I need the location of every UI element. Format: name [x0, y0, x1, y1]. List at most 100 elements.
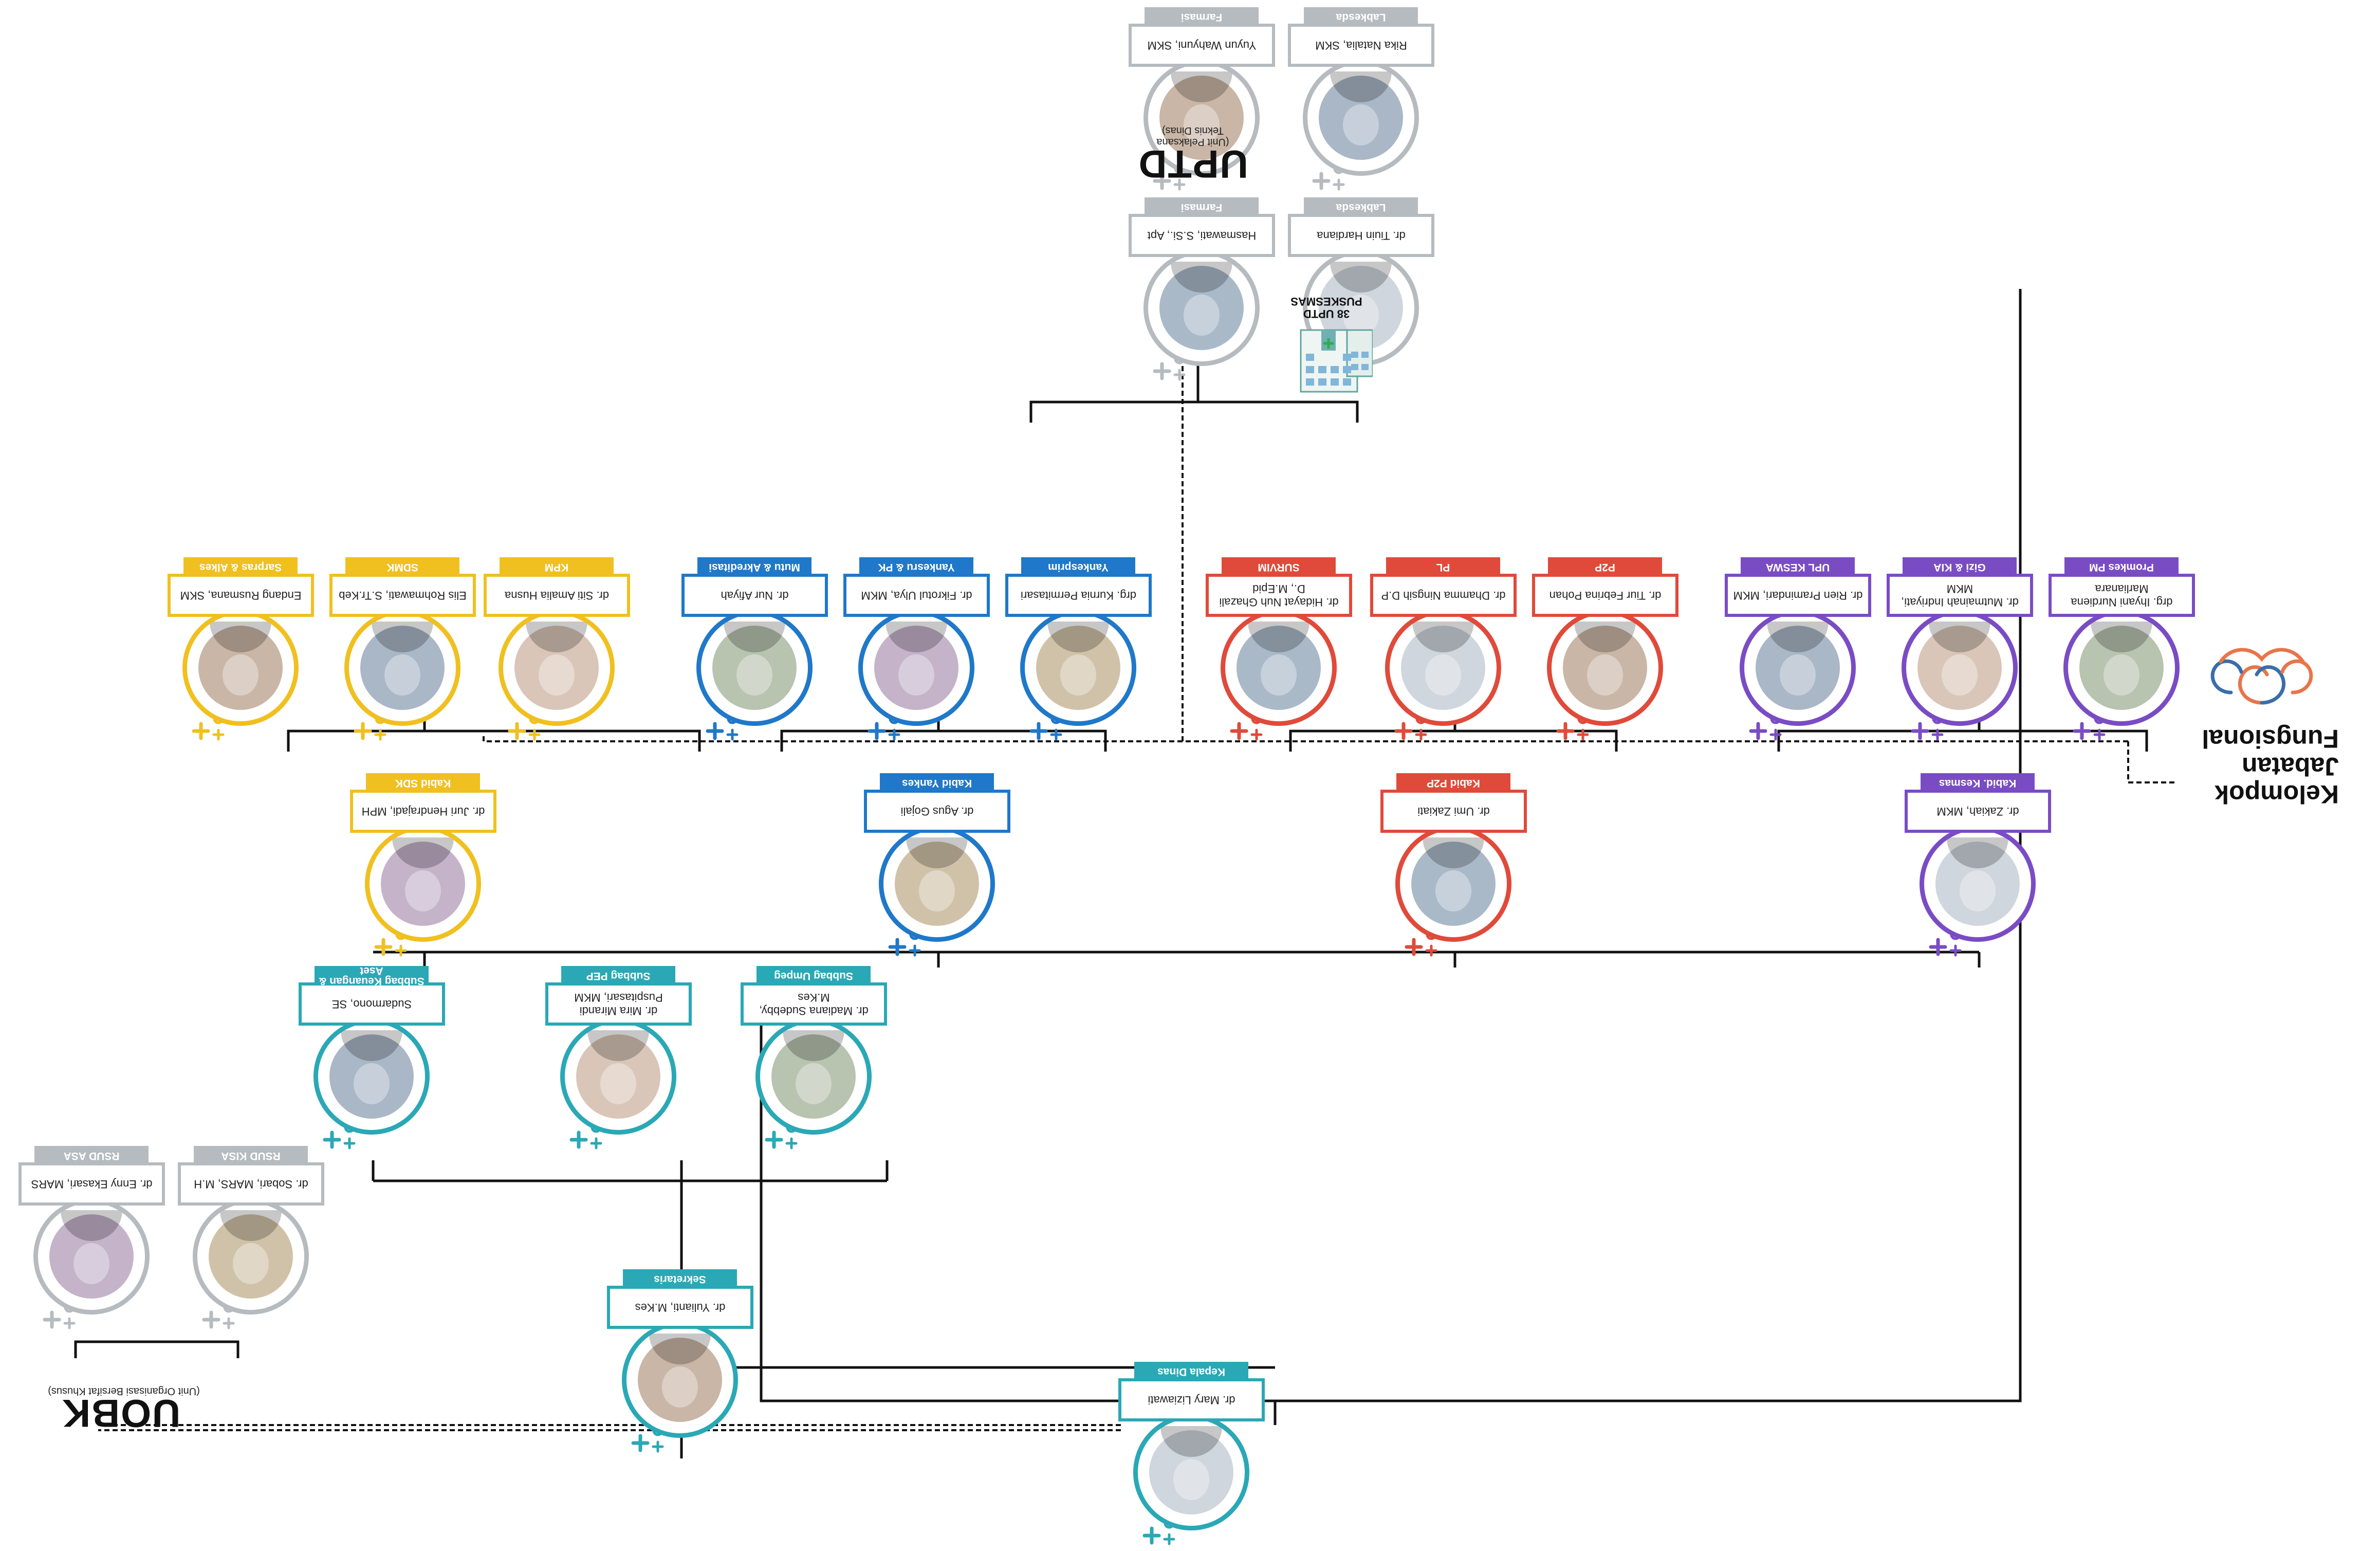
upt-subtitle: (Unit Pelaksana Teknis Dinas)	[1156, 125, 1229, 148]
person-name: Elis Rohmawati, S.Tr.Keb	[339, 589, 467, 602]
person-name: drg. Kurnia Permitasari	[1021, 589, 1136, 602]
person-name: Sudarmono, SE	[331, 998, 412, 1011]
hospital-building-icon	[1300, 329, 1373, 393]
position-label: Labkesda	[1304, 197, 1418, 217]
person-name-box: drg. Kurnia Permitasari	[1005, 574, 1152, 617]
person-name: dr. Nur Afiyah	[721, 589, 789, 602]
person-name-box: dr. Rien Pramindari, MKM	[1725, 574, 1871, 617]
person-name-box: dr. Tiuin Hardiana	[1288, 214, 1434, 257]
person-photo	[365, 826, 481, 942]
person-name-box: Yuyun Wahyuni, SKM	[1129, 24, 1275, 67]
person-photo	[1143, 250, 1260, 366]
person-name-box: dr. Nur Afiyah	[681, 574, 828, 617]
person-name: Yuyun Wahyuni, SKM	[1147, 39, 1257, 52]
uobk-dashed-line	[98, 1424, 1121, 1431]
person-name: dr. Hidayat Nuh Ghazali D., M.Epid	[1219, 582, 1339, 609]
person-name-box: dr. Enny Ekasari, MARS	[19, 1162, 165, 1206]
person-photo	[696, 610, 813, 726]
position-label: Kabid Yankes	[880, 773, 994, 793]
position-label: Farmasi	[1145, 197, 1259, 217]
subbag-bracket	[372, 1160, 889, 1182]
person-photo	[1020, 610, 1136, 726]
person-name-box: dr. Hidayat Nuh Ghazali D., M.Epid	[1206, 574, 1352, 617]
person-name: dr. Madiana Sudebby, M.Kes	[759, 991, 869, 1017]
position-label: Kepala Dinas	[1134, 1362, 1248, 1381]
position-label: Sekretaris	[623, 1269, 737, 1289]
uobk-bracket	[74, 1340, 239, 1358]
position-label: RSUD ASA	[34, 1146, 149, 1165]
uobk-title: UOBK	[61, 1391, 180, 1435]
person-photo	[1133, 1414, 1249, 1530]
position-label: Subbag PEP	[561, 966, 675, 986]
person-photo	[1920, 826, 2036, 942]
person-name-box: dr. Siti Amalia Husna	[484, 574, 630, 617]
position-label: Yankesru & PK	[859, 557, 973, 577]
person-name: dr. Tiuin Hardiana	[1317, 229, 1406, 242]
person-photo	[313, 1018, 430, 1135]
person-photo	[1740, 610, 1856, 726]
kjf-group: Kelompok Jabatan Fungsional	[2185, 623, 2339, 809]
person-name-box: dr. Umi Zakiati	[1380, 790, 1527, 833]
dashed-connectors	[98, 268, 2174, 1431]
kjf-logo-icon	[2210, 648, 2313, 705]
person-name-box: Sudarmono, SE	[299, 982, 445, 1026]
person-photo	[858, 610, 974, 726]
person-name: dr. Juri Hendrajadi, MPH	[361, 805, 485, 818]
plus-circle-icon	[1312, 163, 1345, 191]
position-label: Kabid SDK	[366, 773, 480, 793]
person-photo	[33, 1198, 150, 1315]
person-photo	[1303, 60, 1419, 176]
person-name: dr. Dhamma Ningsih D.P	[1381, 589, 1506, 602]
position-label: SURVIM	[1222, 557, 1336, 577]
position-label: Yankesprim	[1021, 557, 1135, 577]
position-label: SDMK	[345, 557, 459, 577]
kjf-dashed-line	[483, 736, 2174, 783]
position-label: Gizi & KIA	[1903, 557, 2017, 577]
person-name: dr. Tiur Febrina Pohan	[1549, 589, 1662, 602]
position-label: Sarpras & Alkes	[183, 557, 298, 577]
person-photo	[499, 610, 615, 726]
person-name: dr. Umi Zakiati	[1417, 805, 1490, 818]
position-label: Mutu & Akreditasi	[697, 557, 811, 577]
position-label: Subbag Umpeg	[757, 966, 871, 986]
person-name: dr. Mira Mirandi Puspitasari, MKM	[574, 991, 663, 1017]
person-photo	[182, 610, 299, 726]
person-name: Hasmawati, S.Si., Apt	[1147, 229, 1257, 242]
position-label: Kabid. Kesmas	[1921, 773, 2035, 793]
person-name-box: Endang Rusmana, SKM	[168, 574, 314, 617]
position-label: RSUD KISA	[194, 1146, 308, 1165]
position-label: P2P	[1548, 557, 1662, 577]
person-photo	[193, 1198, 309, 1315]
person-name: dr. Mary Liziawati	[1148, 1394, 1235, 1407]
person-name-box: dr. Mutmainah Indriyati, MKM	[1887, 574, 2033, 617]
kepala-kjf-line	[760, 975, 1275, 1402]
person-name-box: dr. Dhamma Ningsih D.P	[1370, 574, 1517, 617]
position-label: Farmasi	[1145, 7, 1259, 27]
jf-sdk-bracket	[287, 716, 701, 752]
person-name: dr. Agus Gojali	[900, 805, 974, 818]
person-name: dr. Rien Pramindari, MKM	[1733, 589, 1863, 602]
person-photo	[879, 826, 995, 942]
puskesmas-group: 38 UPTD PUSKESMAS	[1280, 289, 1373, 402]
kabid-drops	[423, 952, 1981, 968]
person-name-box: drg. Ihyani Nurdiena Marlianara	[2049, 574, 2195, 617]
person-photo	[755, 1018, 872, 1135]
person-name: dr. Siti Amalia Husna	[505, 589, 609, 602]
person-name: Endang Rusmana, SKM	[180, 589, 302, 602]
position-label: Labkesda	[1304, 7, 1418, 27]
person-name-box: dr. Fikrotul Ulya, MKM	[843, 574, 990, 617]
person-photo	[1902, 610, 2018, 726]
person-name: dr. Zakiah, MKM	[1936, 805, 2019, 818]
upt-title: UPTD	[1137, 142, 1248, 186]
person-name-box: Elis Rohmawati, S.Tr.Keb	[329, 574, 476, 617]
uobk-subtitle: (Unit Organisasi Bersifat Khusus)	[48, 1385, 200, 1397]
person-name: dr. Fikrotul Ulya, MKM	[861, 589, 972, 602]
person-photo	[1221, 610, 1337, 726]
person-name-box: dr. Mary Liziawati	[1118, 1378, 1265, 1421]
person-name-box: Hasmawati, S.Si., Apt	[1129, 214, 1275, 257]
person-photo	[1385, 610, 1501, 726]
puskesmas-label: 38 UPTD PUSKESMAS	[1290, 295, 1362, 320]
person-name-box: Rika Natalia, SKM	[1288, 24, 1434, 67]
connector-lines	[74, 268, 2174, 1458]
